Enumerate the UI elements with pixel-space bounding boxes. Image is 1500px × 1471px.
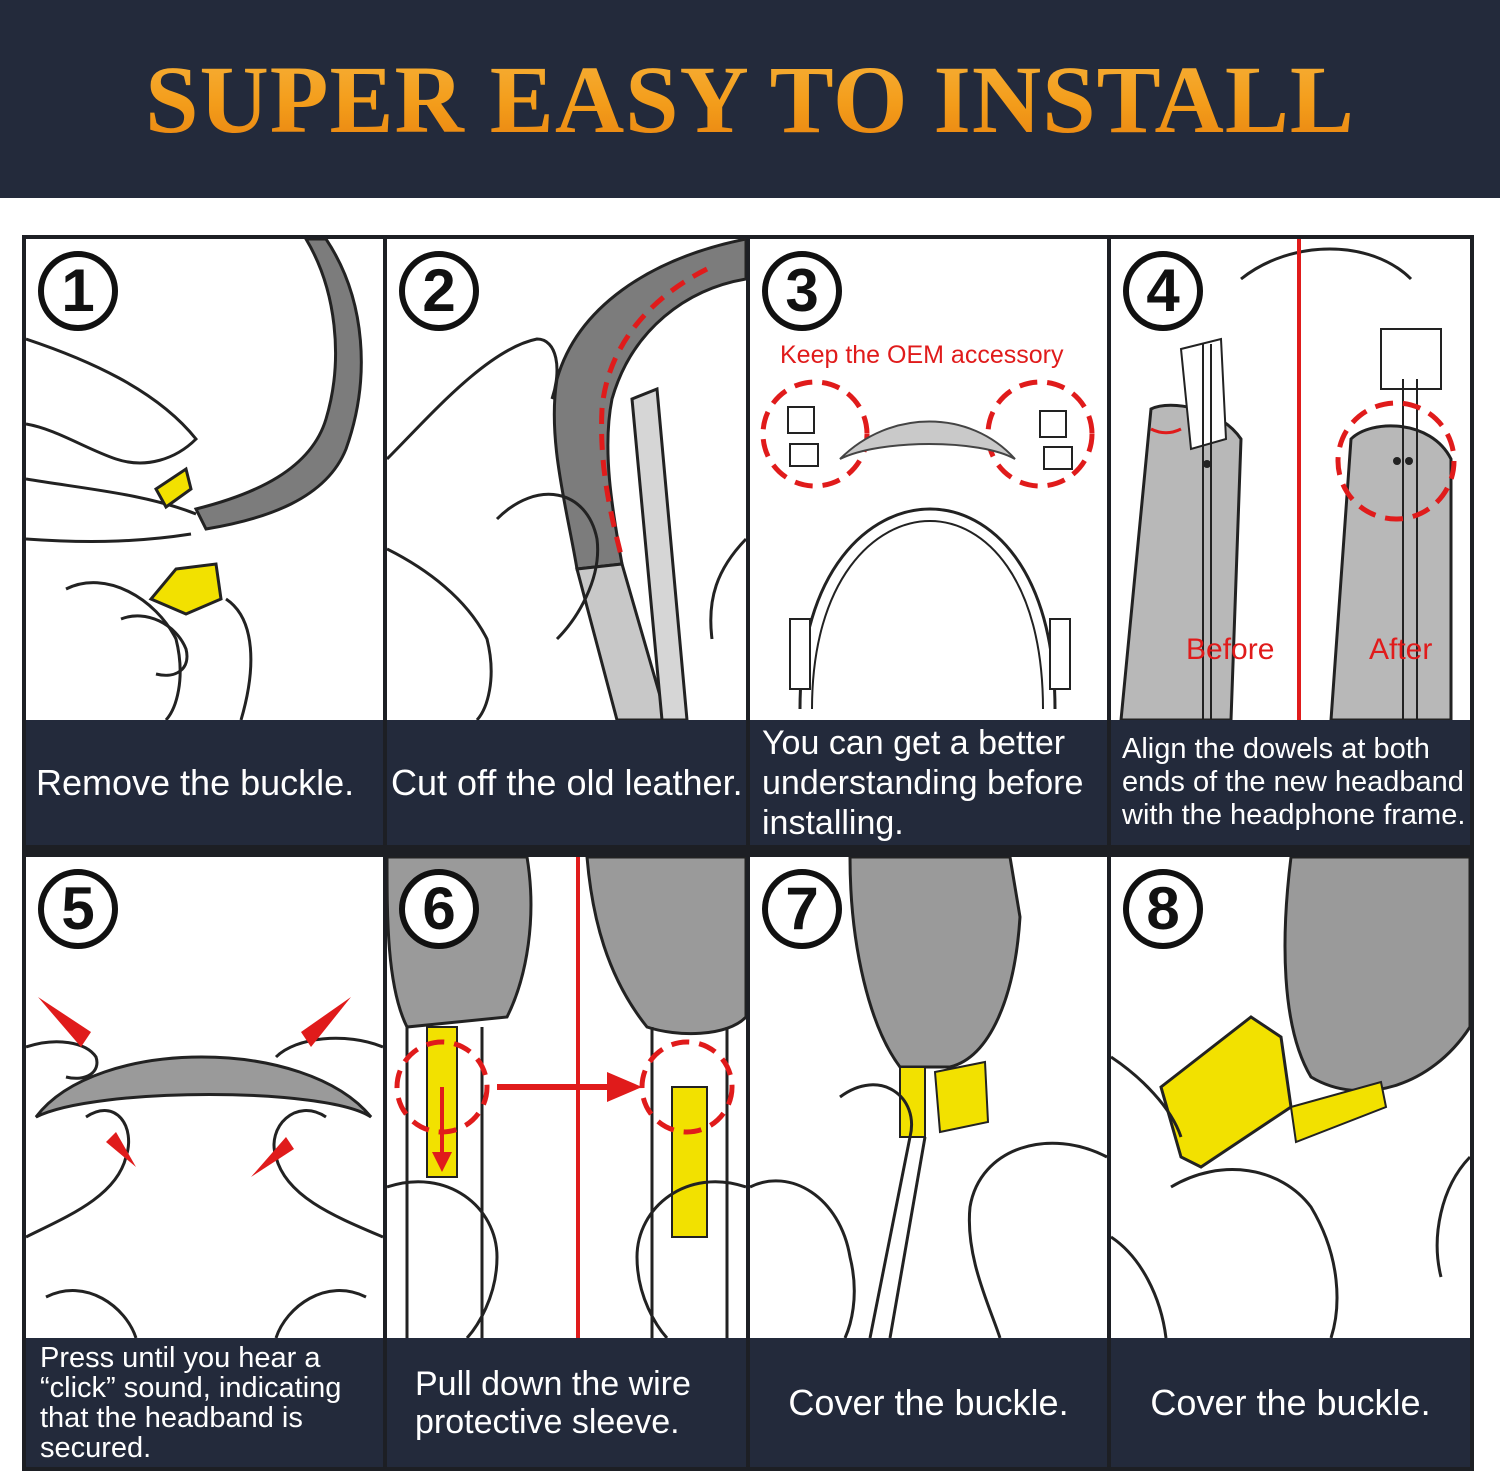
- step-7-caption-box: Cover the buckle.: [750, 1338, 1107, 1467]
- step-number-badge: 1: [38, 251, 118, 331]
- step-3-caption-box: You can get a better understanding befor…: [750, 720, 1107, 845]
- press-headband-drawing: [26, 997, 383, 1338]
- step-3-caption: You can get a better understanding befor…: [762, 723, 1084, 842]
- step-1-illustration: 1: [26, 239, 383, 720]
- step-number-badge: 7: [762, 869, 842, 949]
- oem-accessory-drawing: [760, 379, 1095, 710]
- step-number-badge: 6: [399, 869, 479, 949]
- after-label: After: [1369, 633, 1432, 666]
- step-2-caption: Cut off the old leather.: [391, 761, 743, 803]
- step-8-caption-box: Cover the buckle.: [1111, 1338, 1470, 1467]
- headband-buckle-removal-drawing: [26, 239, 363, 720]
- title-banner: SUPER EASY TO INSTALL: [0, 0, 1500, 198]
- step-number-badge: 8: [1123, 869, 1203, 949]
- cover-buckle-drawing-1: [750, 857, 1107, 1338]
- cover-buckle-drawing-2: [1111, 857, 1470, 1338]
- step-number-badge: 2: [399, 251, 479, 331]
- before-label: Before: [1186, 633, 1274, 666]
- step-2-caption-box: Cut off the old leather.: [387, 720, 746, 845]
- step-3-illustration: Keep the OEM accessory 3: [750, 239, 1107, 720]
- step-8-caption: Cover the buckle.: [1150, 1381, 1431, 1423]
- step-6-caption-box: Pull down the wire protective sleeve.: [387, 1338, 746, 1467]
- align-dowels-drawing: Before After: [1119, 247, 1457, 720]
- step-1-caption: Remove the buckle.: [36, 761, 355, 803]
- oem-accessory-annotation: Keep the OEM accessory: [780, 341, 1064, 369]
- step-7-caption: Cover the buckle.: [788, 1381, 1069, 1423]
- banner-title: SUPER EASY TO INSTALL: [145, 45, 1355, 153]
- step-5-illustration: 5: [26, 857, 383, 1338]
- step-7-illustration: 7: [750, 857, 1107, 1338]
- cut-leather-drawing: [387, 239, 746, 720]
- step-2-illustration: 2: [387, 239, 746, 720]
- steps-grid: 1 Remove the buckle. 2 Cut off the old l…: [22, 235, 1474, 1471]
- step-6-illustration: 6: [387, 857, 746, 1338]
- step-4-caption: Align the dowels at both ends of the new…: [1122, 733, 1466, 831]
- step-5-caption: Press until you hear a “click” sound, in…: [40, 1341, 342, 1464]
- step-6-divider: [576, 857, 580, 1338]
- step-5-caption-box: Press until you hear a “click” sound, in…: [26, 1338, 383, 1467]
- step-6-caption: Pull down the wire protective sleeve.: [415, 1364, 691, 1441]
- step-number-badge: 5: [38, 869, 118, 949]
- step-number-badge: 4: [1123, 251, 1203, 331]
- step-8-illustration: 8: [1111, 857, 1470, 1338]
- step-4-illustration: Before After 4: [1111, 239, 1470, 720]
- step-4-caption-box: Align the dowels at both ends of the new…: [1111, 720, 1470, 845]
- before-after-divider: [1297, 239, 1301, 720]
- step-1-caption-box: Remove the buckle.: [26, 720, 383, 845]
- step-number-badge: 3: [762, 251, 842, 331]
